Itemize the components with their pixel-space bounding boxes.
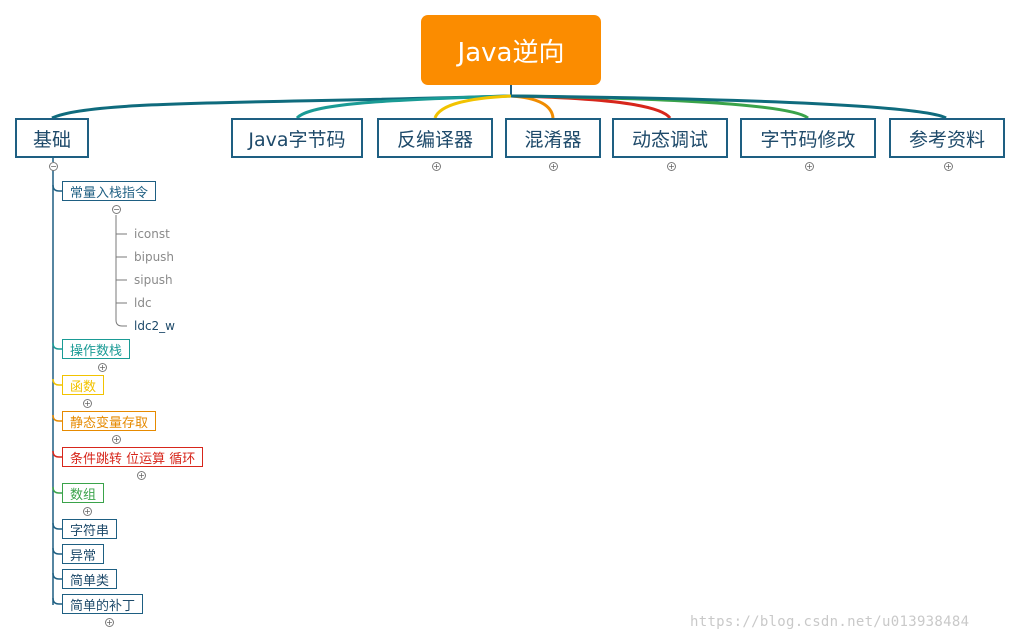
expand-icon[interactable]: + [83,399,92,408]
watermark: https://blog.csdn.net/u013938484 [690,614,970,630]
branch-basics[interactable]: 基础 [15,118,89,158]
node-simple-patch[interactable]: 简单的补丁 [62,594,144,614]
leaf-ldc[interactable]: ldc [134,296,152,310]
connector-decompiler [433,94,512,119]
node-static-variables[interactable]: 静态变量存取 [62,411,157,431]
expand-icon[interactable]: + [137,471,146,480]
expand-icon[interactable]: + [112,435,121,444]
node-branch-bitops-loops[interactable]: 条件跳转 位运算 循环 [62,447,204,467]
expand-icon[interactable]: + [667,162,676,171]
expand-icon[interactable]: + [105,618,114,627]
node-simple-class[interactable]: 简单类 [62,569,118,589]
expand-icon[interactable]: + [432,162,441,171]
branch-java-bytecode[interactable]: Java字节码 [231,118,363,158]
collapse-icon[interactable]: − [49,162,58,171]
expand-icon[interactable]: + [944,162,953,171]
root-topic[interactable]: Java逆向 [421,15,601,85]
node-strings[interactable]: 字符串 [62,519,118,539]
connector-bytecode [295,94,512,120]
node-constant-push[interactable]: 常量入栈指令 [62,181,157,201]
expand-icon[interactable]: + [805,162,814,171]
leaf-bipush[interactable]: bipush [134,250,175,264]
leaf-sipush[interactable]: sipush [134,273,173,287]
branch-references[interactable]: 参考资料 [889,118,1005,158]
branch-obfuscator[interactable]: 混淆器 [505,118,601,158]
connector-references [510,94,947,120]
branch-decompiler[interactable]: 反编译器 [377,118,493,158]
connector-obfuscator [510,94,555,119]
node-operand-stack[interactable]: 操作数栈 [62,339,131,359]
leaf-iconst[interactable]: iconst [134,227,170,241]
branch-dynamic-debugging[interactable]: 动态调试 [612,118,728,158]
node-exceptions[interactable]: 异常 [62,544,105,564]
expand-icon[interactable]: + [98,363,107,372]
expand-icon[interactable]: + [549,162,558,171]
collapse-icon[interactable]: − [112,205,121,214]
node-arrays[interactable]: 数组 [62,483,105,503]
expand-icon[interactable]: + [83,507,92,516]
node-functions[interactable]: 函数 [62,375,105,395]
leaf-ldc2-w[interactable]: ldc2_w [134,319,175,333]
branch-bytecode-modification[interactable]: 字节码修改 [740,118,876,158]
